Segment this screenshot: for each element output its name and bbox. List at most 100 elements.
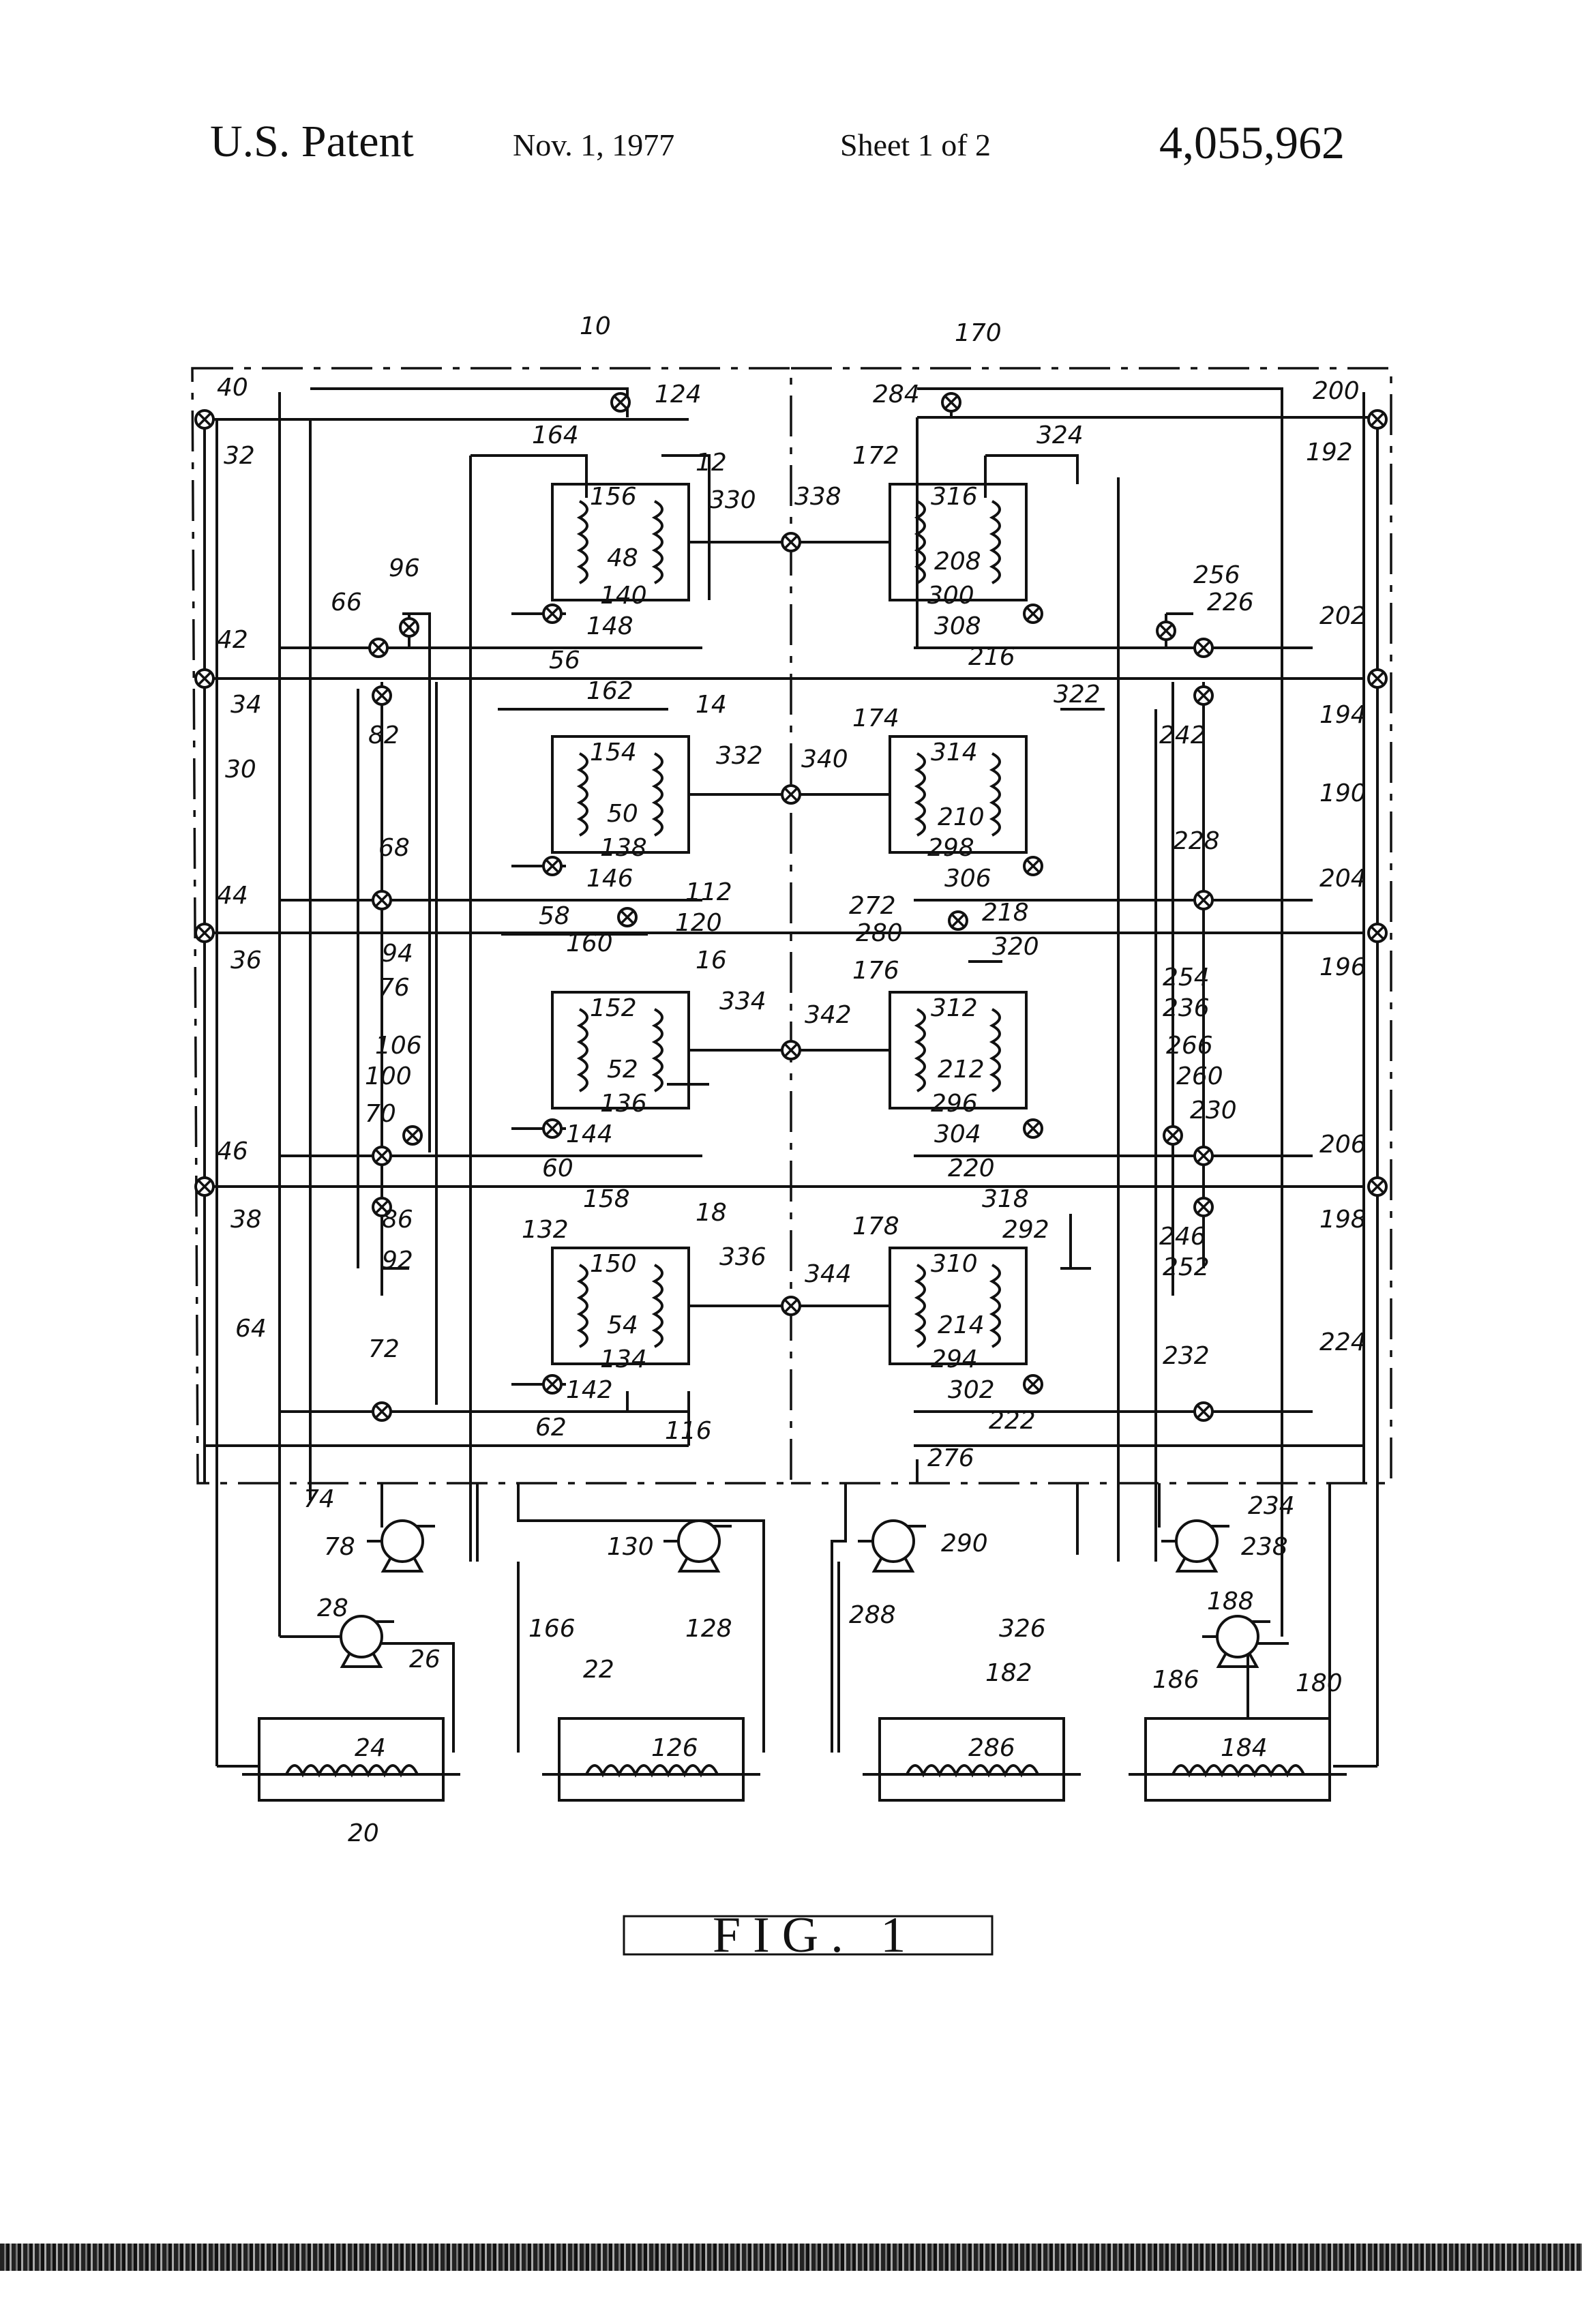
ref-220: 220 [948, 1154, 995, 1182]
ref-152: 152 [590, 994, 637, 1022]
ref-286: 286 [968, 1734, 1015, 1762]
ref-38: 38 [230, 1206, 262, 1234]
ref-338: 338 [794, 483, 841, 511]
figure-label: FIG. 1 [713, 1907, 918, 1963]
ref-32: 32 [224, 442, 255, 470]
ref-260: 260 [1176, 1062, 1223, 1090]
ref-92: 92 [382, 1247, 413, 1275]
ref-58: 58 [539, 902, 570, 930]
ref-132: 132 [522, 1216, 569, 1244]
ref-94: 94 [382, 940, 413, 968]
figure-caption: FIG. 1 [624, 1907, 992, 1963]
ref-184: 184 [1221, 1734, 1268, 1762]
ref-26: 26 [409, 1645, 441, 1673]
pumps-and-heaters [217, 1483, 1377, 1800]
ref-86: 86 [382, 1206, 413, 1234]
ref-16: 16 [696, 947, 727, 974]
ref-166: 166 [528, 1615, 576, 1643]
ref-106: 106 [375, 1032, 422, 1060]
ref-306: 306 [944, 865, 991, 893]
ref-74: 74 [303, 1485, 335, 1513]
ref-246: 246 [1159, 1223, 1206, 1251]
ref-18: 18 [696, 1199, 727, 1227]
ref-224: 224 [1319, 1328, 1367, 1356]
ref-330: 330 [709, 486, 756, 514]
ref-56: 56 [549, 646, 580, 674]
ref-66: 66 [331, 589, 362, 616]
ref-138: 138 [600, 834, 647, 862]
ref-284: 284 [873, 381, 920, 408]
ref-294: 294 [931, 1345, 978, 1373]
ref-24: 24 [355, 1734, 386, 1762]
ref-52: 52 [607, 1056, 638, 1084]
ref-198: 198 [1319, 1206, 1367, 1234]
ref-30: 30 [225, 756, 256, 784]
ref-188: 188 [1207, 1588, 1254, 1615]
ref-36: 36 [230, 947, 262, 974]
ref-120: 120 [675, 909, 722, 937]
ref-160: 160 [566, 929, 613, 957]
ref-112: 112 [685, 878, 732, 906]
ref-266: 266 [1166, 1032, 1213, 1060]
ref-128: 128 [685, 1615, 732, 1643]
ref-194: 194 [1319, 701, 1367, 729]
ref-226: 226 [1207, 589, 1254, 616]
scan-edge-strip [0, 2244, 1582, 2271]
ref-200: 200 [1313, 377, 1360, 405]
ref-222: 222 [989, 1407, 1036, 1435]
ref-298: 298 [927, 834, 974, 862]
ref-140: 140 [600, 582, 647, 610]
ref-208: 208 [934, 548, 981, 576]
ref-342: 342 [805, 1001, 852, 1029]
ref-126: 126 [651, 1734, 698, 1762]
ref-150: 150 [590, 1250, 637, 1278]
ref-78: 78 [324, 1533, 355, 1561]
ref-68: 68 [378, 834, 410, 862]
ref-272: 272 [849, 892, 896, 920]
ref-22: 22 [583, 1656, 614, 1684]
ref-212: 212 [938, 1056, 985, 1084]
ref-62: 62 [535, 1414, 567, 1442]
ref-290: 290 [941, 1530, 988, 1558]
ref-234: 234 [1248, 1492, 1295, 1520]
ref-76: 76 [378, 974, 410, 1002]
ref-308: 308 [934, 612, 981, 640]
ref-252: 252 [1163, 1253, 1210, 1281]
ref-238: 238 [1241, 1533, 1288, 1561]
ref-300: 300 [927, 582, 974, 610]
ref-320: 320 [992, 933, 1039, 961]
ref-214: 214 [938, 1311, 985, 1339]
ref-314: 314 [931, 739, 978, 766]
ref-28: 28 [317, 1594, 348, 1622]
ref-344: 344 [805, 1260, 852, 1288]
ref-332: 332 [716, 742, 763, 770]
ref-12: 12 [696, 449, 727, 477]
ref-178: 178 [852, 1212, 899, 1240]
ref-134: 134 [600, 1345, 647, 1373]
ref-336: 336 [719, 1243, 766, 1271]
ref-136: 136 [600, 1090, 647, 1118]
ref-176: 176 [852, 957, 899, 985]
ref-64: 64 [235, 1315, 267, 1343]
ref-10: 10 [580, 312, 611, 340]
ref-254: 254 [1163, 964, 1210, 992]
ref-172: 172 [852, 442, 899, 470]
ref-190: 190 [1319, 779, 1367, 807]
ref-318: 318 [982, 1185, 1029, 1213]
ref-186: 186 [1152, 1666, 1199, 1694]
ref-256: 256 [1193, 561, 1240, 589]
ref-142: 142 [566, 1376, 613, 1404]
ref-232: 232 [1163, 1342, 1210, 1370]
ref-96: 96 [389, 554, 420, 582]
ref-192: 192 [1306, 438, 1353, 466]
ref-230: 230 [1190, 1097, 1237, 1124]
ref-204: 204 [1319, 865, 1367, 893]
ref-316: 316 [931, 483, 978, 511]
ref-236: 236 [1163, 994, 1210, 1022]
ref-34: 34 [230, 691, 262, 719]
ref-48: 48 [607, 544, 638, 572]
ref-228: 228 [1173, 827, 1220, 855]
ref-340: 340 [801, 745, 848, 773]
ref-312: 312 [931, 994, 978, 1022]
ref-164: 164 [532, 421, 579, 449]
